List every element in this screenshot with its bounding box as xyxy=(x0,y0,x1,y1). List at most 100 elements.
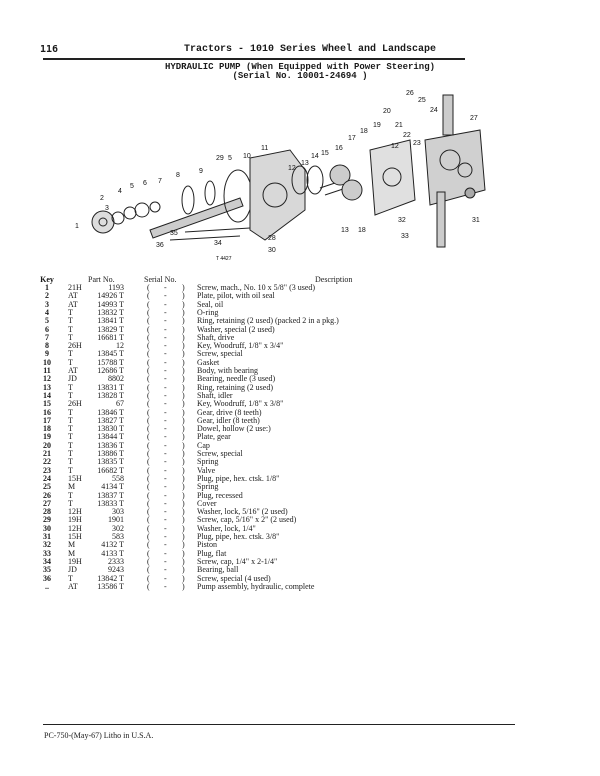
serial-no: - xyxy=(164,540,167,550)
serial-no: - xyxy=(164,357,167,367)
paren-close: ) xyxy=(182,415,185,425)
paren-close: ) xyxy=(182,532,185,541)
part-prefix: T xyxy=(68,307,73,317)
callout-number: 34 xyxy=(214,240,222,247)
part-prefix: T xyxy=(68,449,73,458)
part-prefix: M xyxy=(68,482,76,492)
callout-number: 7 xyxy=(158,178,162,185)
paren-close: ) xyxy=(182,307,185,317)
row-key: 28 xyxy=(43,507,51,517)
serial-no: - xyxy=(164,349,167,359)
description: Gear, idler (8 teeth) xyxy=(197,415,260,425)
description: Screw, cap, 5/16" x 2" (2 used) xyxy=(197,515,297,525)
paren-open: ( xyxy=(147,291,150,301)
row-key: 11 xyxy=(43,366,51,375)
callout-number: 17 xyxy=(348,135,356,142)
figure-code: T 4427 xyxy=(216,256,232,262)
callout-number: 12 xyxy=(391,143,399,150)
row-key: 22 xyxy=(43,457,51,467)
serial-no: - xyxy=(164,532,167,541)
callout-number: 22 xyxy=(403,132,411,139)
row-key: 16 xyxy=(43,407,51,417)
serial-no: - xyxy=(164,332,167,342)
callout-number: 30 xyxy=(268,247,276,254)
paren-open: ( xyxy=(147,523,150,533)
row-key: 4 xyxy=(45,307,49,317)
part-number: 13832 T xyxy=(97,307,124,317)
callout-number: 29 xyxy=(216,155,224,162)
paren-close: ) xyxy=(182,490,185,500)
part-prefix: T xyxy=(68,415,73,425)
part-number: 1193 xyxy=(108,283,124,292)
paren-close: ) xyxy=(182,366,185,375)
part-prefix: M xyxy=(68,540,76,550)
part-prefix: T xyxy=(68,382,73,392)
paren-close: ) xyxy=(182,482,185,492)
part-prefix: 12H xyxy=(68,507,82,517)
col-description: Description xyxy=(315,275,353,284)
description: Washer, lock, 5/16" (2 used) xyxy=(197,507,288,517)
part-prefix: JD xyxy=(68,565,77,575)
row-key: 10 xyxy=(43,357,51,367)
row-key: 5 xyxy=(45,316,49,326)
part-number: 9243 xyxy=(108,565,124,575)
part-number: 13844 T xyxy=(97,432,124,442)
description: Valve xyxy=(197,465,216,475)
paren-open: ( xyxy=(147,424,150,434)
row-key: 2 xyxy=(45,291,49,301)
row-key: 29 xyxy=(43,515,51,525)
part-number: 583 xyxy=(112,532,124,541)
paren-close: ) xyxy=(182,540,185,550)
description: Plug, recessed xyxy=(197,490,243,500)
part-number: 303 xyxy=(112,507,124,517)
paren-open: ( xyxy=(147,432,150,442)
part-number: 13830 T xyxy=(97,424,124,434)
serial-no: - xyxy=(164,473,167,483)
paren-open: ( xyxy=(147,465,150,475)
part-prefix: 15H xyxy=(68,473,82,483)
serial-no: - xyxy=(164,490,167,500)
paren-close: ) xyxy=(182,523,185,533)
callout-number: 18 xyxy=(358,227,366,234)
col-serial: Serial No. xyxy=(144,275,177,284)
row-key: 23 xyxy=(43,465,51,475)
part-prefix: 21H xyxy=(68,283,82,292)
section-subtitle: (Serial No. 10001-24694 ) xyxy=(232,71,368,81)
callout-number: 35 xyxy=(170,230,178,237)
description: Seal, oil xyxy=(197,299,224,309)
paren-close: ) xyxy=(182,349,185,359)
serial-no: - xyxy=(164,307,167,317)
part-prefix: T xyxy=(68,432,73,442)
description: Plate, gear xyxy=(197,432,231,442)
paren-open: ( xyxy=(147,548,150,558)
paren-close: ) xyxy=(182,449,185,458)
paren-close: ) xyxy=(182,316,185,326)
row-key: 1 xyxy=(45,283,49,292)
row-key: 24 xyxy=(43,473,51,483)
serial-no: - xyxy=(164,382,167,392)
part-prefix: 19H xyxy=(68,515,82,525)
description: Bearing, needle (3 used) xyxy=(197,374,276,384)
paren-close: ) xyxy=(182,507,185,517)
part-prefix: T xyxy=(68,407,73,417)
paren-close: ) xyxy=(182,332,185,342)
part-prefix: T xyxy=(68,440,73,450)
paren-open: ( xyxy=(147,332,150,342)
paren-open: ( xyxy=(147,357,150,367)
callout-number: 5 xyxy=(228,155,232,162)
